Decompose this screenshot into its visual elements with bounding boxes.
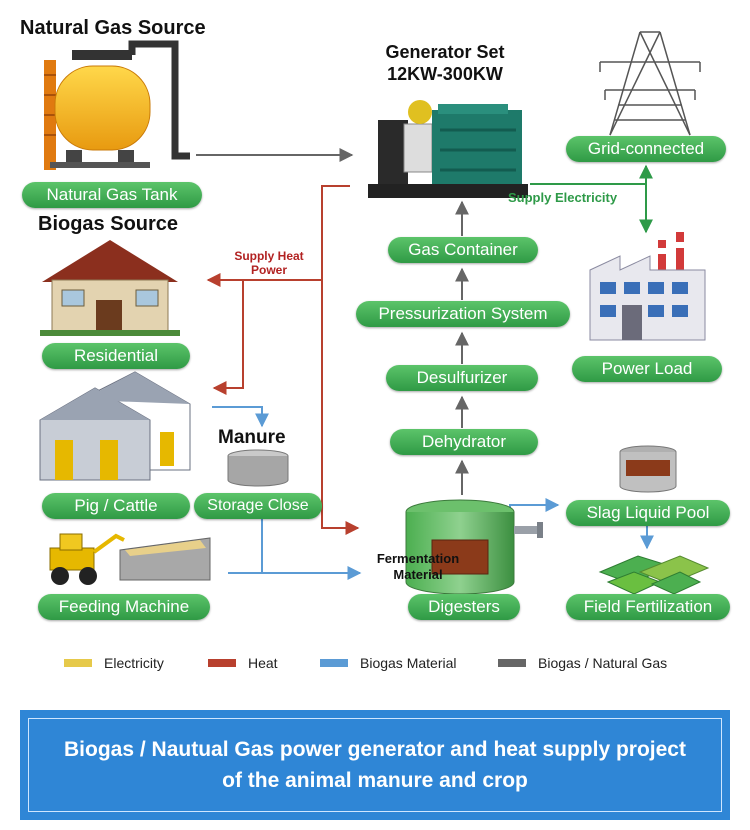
storage-close-node: Storage Close [194, 493, 322, 519]
generator-set-icon [368, 100, 528, 198]
field-fertilization-node: Field Fertilization [566, 594, 730, 620]
legend-swatch-electricity [64, 659, 92, 667]
banner-title-line1: Biogas / Nautual Gas power generator and… [64, 738, 686, 761]
manure-heading: Manure [218, 427, 286, 448]
loader-icon [49, 533, 211, 585]
supply-electricity-label: Supply Electricity [508, 190, 618, 205]
legend-item-electricity: Electricity [64, 655, 164, 671]
supply-heat-power-label: Power [250, 263, 287, 277]
supply-heat-label: Supply Heat [234, 249, 304, 263]
banner-title-line2: of the animal manure and crop [222, 769, 528, 792]
power-load-node: Power Load [572, 356, 722, 382]
dehydrator-node: Dehydrator [390, 429, 538, 455]
legend-item-heat: Heat [208, 655, 278, 671]
legend-item-biogas-natural-gas: Biogas / Natural Gas [498, 655, 667, 671]
biogas-source-heading: Biogas Source [38, 213, 179, 235]
residential-node: Residential [42, 343, 190, 369]
transmission-tower-icon [599, 31, 701, 136]
feeding-machine-node: Feeding Machine [38, 594, 210, 620]
title-banner-inner: Biogas / Nautual Gas power generator and… [28, 718, 722, 812]
legend-label-heat: Heat [248, 655, 278, 671]
legend-item-biogas-material: Biogas Material [320, 655, 457, 671]
digester-icon [405, 499, 543, 595]
pig-cattle-node: Pig / Cattle [42, 493, 190, 519]
fermentation-label: Fermentation [376, 551, 460, 566]
barn-icon [39, 371, 191, 481]
heat-arrow-to-pig-cattle [212, 280, 244, 395]
heat-line-main [321, 185, 360, 535]
desulfurizer-node: Desulfurizer [386, 365, 538, 391]
natural-gas-tank-icon [44, 40, 190, 170]
factory-icon [589, 232, 706, 341]
legend-label-electricity: Electricity [104, 655, 164, 671]
generator-set-heading: Generator Set [385, 42, 505, 62]
material-arrow-barn-to-storage [212, 406, 269, 428]
fermentation-material-label: Material [393, 567, 443, 582]
slag-pool-icon [619, 445, 677, 493]
natural-gas-source-heading: Natural Gas Source [20, 17, 206, 39]
pressurization-system-node: Pressurization System [356, 301, 570, 327]
gas-container-node: Gas Container [388, 237, 538, 263]
legend-swatch-biogas-material [320, 659, 348, 667]
field-icon [598, 555, 710, 595]
legend-label-biogas-material: Biogas Material [360, 655, 457, 671]
grid-connected-node: Grid-connected [566, 136, 726, 162]
title-banner: Biogas / Nautual Gas power generator and… [20, 710, 730, 820]
legend-swatch-heat [208, 659, 236, 667]
legend-swatch-biogas-natural-gas [498, 659, 526, 667]
storage-tank-icon [227, 449, 289, 487]
slag-liquid-pool-node: Slag Liquid Pool [566, 500, 730, 526]
natural-gas-tank-node: Natural Gas Tank [22, 182, 202, 208]
house-icon [40, 240, 180, 336]
legend-label-biogas-natural-gas: Biogas / Natural Gas [538, 655, 668, 671]
generator-capacity-heading: 12KW-300KW [387, 64, 503, 84]
digesters-node: Digesters [408, 594, 520, 620]
